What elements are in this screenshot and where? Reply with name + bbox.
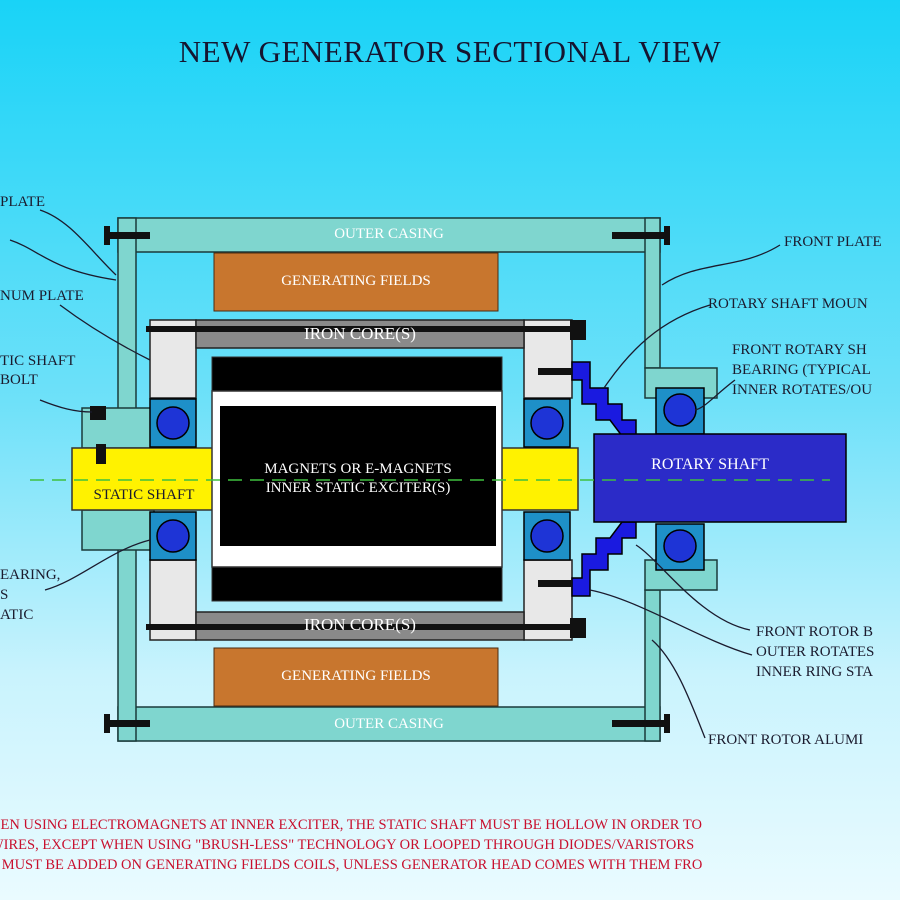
- iron-core-rod-top: [146, 326, 584, 332]
- callout-left: BOLT: [0, 372, 38, 388]
- rotary-shaft-mount-upper: [571, 361, 637, 437]
- callout-right: BEARING (TYPICAL: [732, 362, 871, 378]
- iron-core-top: [195, 319, 525, 349]
- footnote: S MUST BE ADDED ON GENERATING FIELDS COI…: [0, 857, 703, 873]
- static-shaft-label: STATIC SHAFT: [93, 487, 195, 503]
- bolt: [612, 232, 668, 239]
- rotor-end-block-right-upper: [523, 319, 573, 399]
- bearing-ball: [156, 519, 190, 553]
- exciter-label-line2: INNER STATIC EXCITER(S): [265, 480, 451, 496]
- callout-right: FRONT ROTOR ALUMI: [708, 732, 864, 748]
- rotary-shaft-mount-lower: [571, 521, 637, 597]
- bearing-ball: [530, 406, 564, 440]
- callout-left: TIC SHAFT: [0, 353, 76, 369]
- callout-right: FRONT ROTARY SH: [732, 342, 867, 358]
- footnote: HEN USING ELECTROMAGNETS AT INNER EXCITE…: [0, 817, 702, 833]
- bolt-head: [664, 226, 670, 245]
- generating-fields-top: [213, 252, 499, 312]
- callout-right: FRONT PLATE: [784, 234, 882, 250]
- bearing-ball: [530, 519, 564, 553]
- callout-right: FRONT ROTOR B: [756, 624, 873, 640]
- callout-right: INNER RING STA: [756, 664, 874, 680]
- exciter-upper-magnet: [211, 356, 503, 392]
- rear-boss-lower: [81, 509, 155, 551]
- iron-core-rod-bottom: [146, 624, 584, 630]
- callout-left: S: [0, 587, 9, 603]
- callout-left: ATIC: [0, 607, 34, 623]
- casing-bolts: [104, 226, 670, 733]
- bearing-ball: [663, 529, 697, 563]
- generating-fields-bottom: [213, 647, 499, 707]
- iron-core-bottom-label: IRON CORE(S): [304, 615, 416, 634]
- callout-right: ROTARY SHAFT MOUN: [708, 296, 868, 312]
- bolt-head: [104, 226, 110, 245]
- callout-left: EARING,: [0, 567, 61, 583]
- generating-fields-bottom-label: GENERATING FIELDS: [281, 668, 431, 684]
- mount-bolt: [538, 580, 572, 587]
- bearings: [149, 387, 705, 571]
- exciter-core: [220, 406, 496, 546]
- bearing-ball: [663, 393, 697, 427]
- bolt-head: [104, 714, 110, 733]
- core-rod-end: [570, 618, 586, 638]
- callout-right: INNER ROTATES/OU: [732, 382, 873, 398]
- outer-casing-bottom-label: OUTER CASING: [334, 716, 444, 732]
- leader-lines: [9, 209, 781, 739]
- rotary-shaft-label: ROTARY SHAFT: [651, 456, 769, 473]
- callout-right: OUTER ROTATES: [756, 644, 875, 660]
- bolt: [612, 720, 668, 727]
- bolt: [104, 720, 150, 727]
- rear-plate-lower: [117, 534, 137, 742]
- rear-plate-upper: [117, 217, 137, 424]
- diagram-title: NEW GENERATOR SECTIONAL VIEW: [178, 34, 722, 69]
- static-shaft-bolt-head: [90, 406, 106, 420]
- footnote: WIRES, EXCEPT WHEN USING "BRUSH-LESS" TE…: [0, 837, 695, 853]
- exciter-lower-magnet: [211, 566, 503, 602]
- outer-casing-top-label: OUTER CASING: [334, 226, 444, 242]
- callout-left: NUM PLATE: [0, 288, 84, 304]
- bolt-head: [664, 714, 670, 733]
- mount-bolt: [538, 368, 572, 375]
- outer-casing-top-bar: [117, 217, 661, 253]
- static-shaft-bolt: [96, 444, 106, 464]
- rotary-shaft: [593, 433, 847, 523]
- exciter-label-line1: MAGNETS OR E-MAGNETS: [264, 461, 452, 477]
- rotor-end-block-left-upper: [149, 319, 197, 399]
- iron-core-top-label: IRON CORE(S): [304, 324, 416, 343]
- generating-fields-top-label: GENERATING FIELDS: [281, 273, 431, 289]
- bearing-ball: [156, 406, 190, 440]
- core-rod-end: [570, 320, 586, 340]
- bolt: [104, 232, 150, 239]
- outer-casing-bottom-bar: [117, 706, 661, 742]
- callout-left: PLATE: [0, 194, 45, 210]
